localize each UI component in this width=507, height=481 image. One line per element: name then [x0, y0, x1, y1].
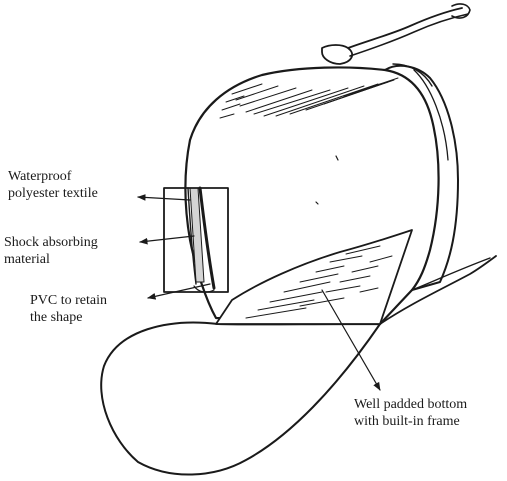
front-flap	[101, 323, 380, 475]
label-shock-absorbing: Shock absorbing material	[4, 234, 98, 268]
label-padded-bottom: Well padded bottom with built-in frame	[354, 396, 467, 430]
label-pvc-shape: PVC to retain the shape	[30, 292, 107, 326]
label-waterproof-textile: Waterproof polyester textile	[8, 168, 98, 202]
arrow-shock	[140, 236, 194, 242]
